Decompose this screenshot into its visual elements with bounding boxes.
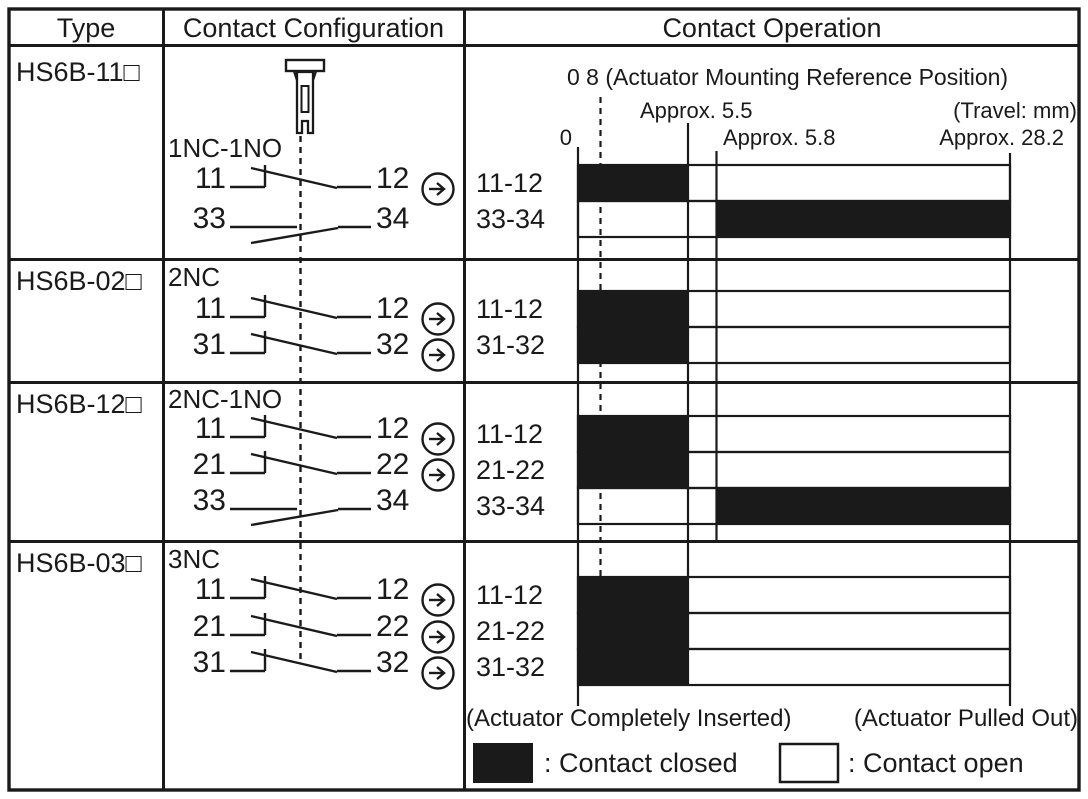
direct-opening-action-icon xyxy=(421,583,455,617)
contact-to-number: 12 xyxy=(376,573,410,606)
contact-closed-bar xyxy=(578,164,688,202)
op-row-label: 21-22 xyxy=(476,616,546,646)
contact-to-number: 34 xyxy=(376,484,410,517)
legend-closed-label: : Contact closed xyxy=(544,748,738,778)
op-row-label: 33-34 xyxy=(476,491,546,521)
contact-from-number: 11 xyxy=(194,573,226,606)
type-label: HS6B-12□ xyxy=(16,389,142,419)
direct-opening-action-icon xyxy=(436,312,446,326)
contact-from-number: 11 xyxy=(194,162,226,195)
direct-opening-action-icon xyxy=(436,432,446,446)
contact-blade-no xyxy=(250,226,339,245)
op-row-label: 31-32 xyxy=(476,330,546,360)
contact-to-number: 32 xyxy=(376,646,410,679)
op-row-label: 11-12 xyxy=(476,419,544,449)
direct-opening-action-icon xyxy=(421,302,455,336)
contact-from-number: 31 xyxy=(192,646,226,679)
contact-from-number: 33 xyxy=(192,202,226,235)
direct-opening-action-icon xyxy=(436,630,446,644)
actuator-icon xyxy=(300,85,310,113)
config-label: 1NC-1NO xyxy=(168,133,283,163)
contact-blade-nc xyxy=(250,577,338,601)
column-header-type: Type xyxy=(56,13,116,43)
column-header-operation: Contact Operation xyxy=(662,13,882,43)
config-label: 2NC xyxy=(168,262,221,292)
legend-closed-swatch xyxy=(473,743,533,783)
contact-to-number: 12 xyxy=(376,162,410,195)
contact-to-number: 34 xyxy=(376,202,410,235)
direct-opening-action-icon xyxy=(421,656,455,690)
contact-closed-bar xyxy=(578,576,688,614)
contact-closed-bar xyxy=(578,451,688,489)
contact-blade-nc xyxy=(250,416,338,440)
column-header-config: Contact Configuration xyxy=(182,13,445,43)
contact-to-number: 22 xyxy=(376,448,410,481)
direct-opening-action-icon xyxy=(421,172,455,206)
op-row-label: 33-34 xyxy=(476,204,546,234)
axis-ref-label: 0 8 (Actuator Mounting Reference Positio… xyxy=(567,64,1009,90)
contact-closed-bar xyxy=(578,290,688,328)
contact-closed-bar xyxy=(578,648,688,686)
contact-to-number: 22 xyxy=(376,610,410,643)
contact-from-number: 21 xyxy=(192,448,226,481)
contact-closed-bar xyxy=(578,612,688,650)
axis-tick-0-label: 0 xyxy=(559,125,572,150)
contact-blade-no xyxy=(250,508,339,527)
op-row-label: 21-22 xyxy=(476,455,546,485)
contact-to-number: 12 xyxy=(376,292,410,325)
axis-travel-unit-label: (Travel: mm) xyxy=(953,98,1077,123)
actuator-icon xyxy=(284,58,326,73)
table-border xyxy=(7,7,1081,792)
legend-open-swatch xyxy=(778,742,840,784)
config-label: 2NC-1NO xyxy=(168,384,283,414)
direct-opening-action-icon xyxy=(436,593,446,607)
op-row-label: 11-12 xyxy=(476,294,544,324)
axis-tick-28-2-label: Approx. 28.2 xyxy=(939,125,1064,150)
direct-opening-action-icon xyxy=(421,338,455,372)
contact-blade-nc xyxy=(250,332,338,356)
axis-tick-5-5-label: Approx. 5.5 xyxy=(640,98,753,123)
type-label: HS6B-03□ xyxy=(16,548,142,578)
op-row-label: 11-12 xyxy=(476,168,544,198)
contact-to-number: 12 xyxy=(376,412,410,445)
contact-from-number: 11 xyxy=(194,412,226,445)
contact-closed-bar xyxy=(578,415,688,453)
direct-opening-action-icon xyxy=(421,422,455,456)
axis-inserted-label: (Actuator Completely Inserted) xyxy=(466,705,792,732)
contact-blade-nc xyxy=(250,166,338,190)
type-label: HS6B-02□ xyxy=(16,266,142,296)
contact-from-number: 21 xyxy=(192,610,226,643)
op-row-label: 31-32 xyxy=(476,652,546,682)
config-label: 3NC xyxy=(168,544,221,574)
direct-opening-action-icon xyxy=(436,182,446,196)
contact-from-number: 11 xyxy=(194,292,226,325)
direct-opening-action-icon xyxy=(421,620,455,654)
contact-blade-nc xyxy=(250,614,338,638)
axis-pulled-label: (Actuator Pulled Out) xyxy=(853,705,1078,732)
contact-blade-nc xyxy=(250,452,338,476)
op-row-label: 11-12 xyxy=(476,580,544,610)
type-label: HS6B-11□ xyxy=(16,57,140,87)
direct-opening-action-icon xyxy=(421,458,455,492)
direct-opening-action-icon xyxy=(436,666,446,680)
contact-to-number: 32 xyxy=(376,328,410,361)
contact-closed-bar xyxy=(578,326,688,364)
contact-from-number: 31 xyxy=(192,328,226,361)
legend-open-label: : Contact open xyxy=(848,748,1024,778)
contact-blade-nc xyxy=(250,650,338,674)
direct-opening-action-icon xyxy=(436,468,446,482)
direct-opening-action-icon xyxy=(436,348,446,362)
contact-closed-bar xyxy=(716,487,1010,525)
axis-tick-5-8-label: Approx. 5.8 xyxy=(723,125,836,150)
contact-closed-bar xyxy=(716,200,1010,238)
contact-blade-nc xyxy=(250,296,338,320)
contact-from-number: 33 xyxy=(192,484,226,517)
